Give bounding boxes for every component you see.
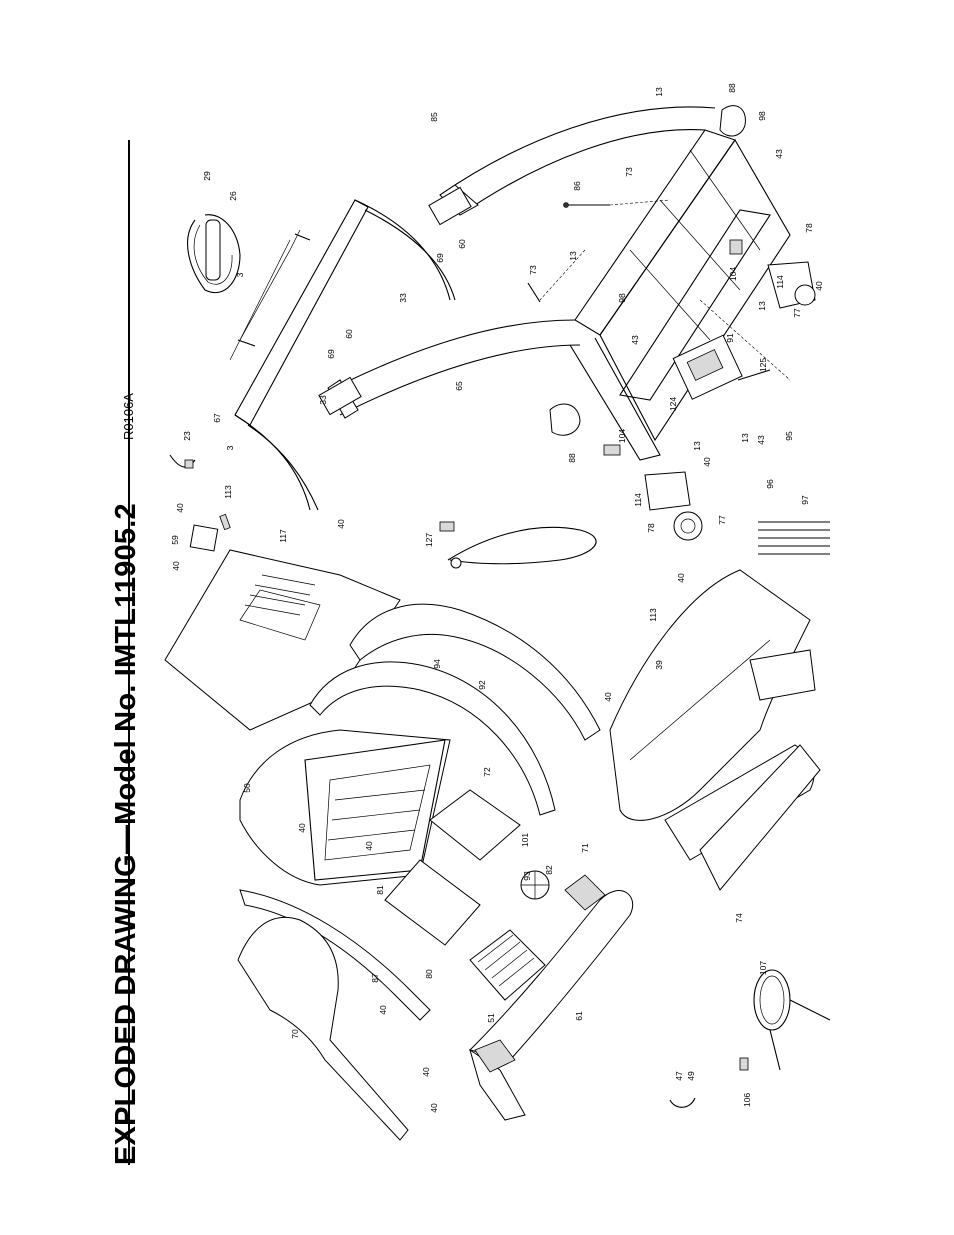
part-label: 29 (202, 171, 212, 181)
misc-parts (169, 249, 831, 1108)
part-label: 40 (676, 573, 686, 583)
motor-assembly (563, 199, 791, 400)
part-label: 13 (568, 251, 578, 261)
part-label: 40 (603, 692, 613, 702)
part-label: 106 (742, 1093, 752, 1107)
frame-assembly (229, 105, 791, 511)
part-label: 91 (725, 333, 735, 343)
part-label: 51 (486, 1013, 496, 1023)
part-label: 69 (435, 253, 445, 263)
part-label: 43 (630, 335, 640, 345)
part-label: 67 (212, 413, 222, 423)
title-rule (128, 140, 130, 1165)
part-label: 117 (278, 529, 288, 543)
part-label: 13 (740, 433, 750, 443)
part-label: 13 (757, 301, 767, 311)
part-label: 72 (482, 767, 492, 777)
part-label: 97 (800, 495, 810, 505)
part-label: 78 (804, 223, 814, 233)
part-label: 33 (318, 395, 328, 405)
part-label: 113 (223, 485, 233, 499)
part-label: 77 (792, 308, 802, 318)
part-label: 95 (784, 431, 794, 441)
safety-key-part (187, 214, 241, 294)
part-label: 3 (225, 445, 235, 450)
part-label: 40 (297, 823, 307, 833)
part-label: 70 (290, 1029, 300, 1039)
wheel-assembly (644, 261, 816, 541)
part-label: 101 (520, 833, 530, 847)
part-label: 82 (544, 865, 554, 875)
part-label: 40 (429, 1103, 439, 1113)
part-label: 26 (228, 191, 238, 201)
part-label: 93 (522, 871, 532, 881)
part-label: 50 (242, 783, 252, 793)
part-label: 65 (454, 381, 464, 391)
part-label: 40 (814, 281, 824, 291)
part-label: 40 (421, 1067, 431, 1077)
part-label: 49 (686, 1071, 696, 1081)
part-label: 40 (364, 841, 374, 851)
part-label: 78 (646, 523, 656, 533)
part-label: 88 (727, 83, 737, 93)
part-label: 71 (580, 843, 590, 853)
part-label: 98 (617, 293, 627, 303)
part-label: 73 (528, 265, 538, 275)
part-label: 125 (758, 358, 768, 372)
part-label: 124 (668, 397, 678, 411)
part-label: 43 (756, 435, 766, 445)
part-label: 13 (654, 87, 664, 97)
part-label: 104 (617, 429, 627, 443)
part-label: 40 (175, 503, 185, 513)
part-label: 96 (765, 479, 775, 489)
part-label: 40 (702, 457, 712, 467)
part-label: 39 (654, 660, 664, 670)
part-label: 98 (757, 111, 767, 121)
part-label: 77 (717, 515, 727, 525)
part-label: 86 (572, 181, 582, 191)
part-label: 61 (574, 1011, 584, 1021)
part-label: 114 (633, 493, 643, 507)
console-assembly (164, 513, 634, 1141)
part-label: 60 (457, 239, 467, 249)
part-label: 13 (692, 441, 702, 451)
part-label: 23 (182, 431, 192, 441)
part-label: 43 (774, 149, 784, 159)
part-label: 40 (336, 519, 346, 529)
part-label: 47 (674, 1071, 684, 1081)
part-label: 113 (648, 608, 658, 622)
part-label: 94 (432, 659, 442, 669)
part-label: 74 (734, 913, 744, 923)
part-label: 69 (326, 349, 336, 359)
part-label: 85 (429, 112, 439, 122)
part-label: 33 (398, 293, 408, 303)
part-label: 92 (477, 680, 487, 690)
part-label: 114 (775, 275, 785, 289)
part-label: 73 (624, 167, 634, 177)
part-label: 104 (728, 267, 738, 281)
part-label: 40 (378, 1005, 388, 1015)
part-label: 40 (171, 561, 181, 571)
part-label: 81 (375, 885, 385, 895)
motor-hood-assembly (609, 569, 821, 891)
part-label: 107 (758, 961, 768, 975)
part-label: 80 (424, 969, 434, 979)
part-label: 59 (170, 535, 180, 545)
part-label: 127 (424, 533, 434, 547)
part-label: 87 (370, 973, 380, 983)
part-label: 60 (344, 329, 354, 339)
part-label: 3 (235, 272, 245, 277)
part-label: 88 (567, 453, 577, 463)
